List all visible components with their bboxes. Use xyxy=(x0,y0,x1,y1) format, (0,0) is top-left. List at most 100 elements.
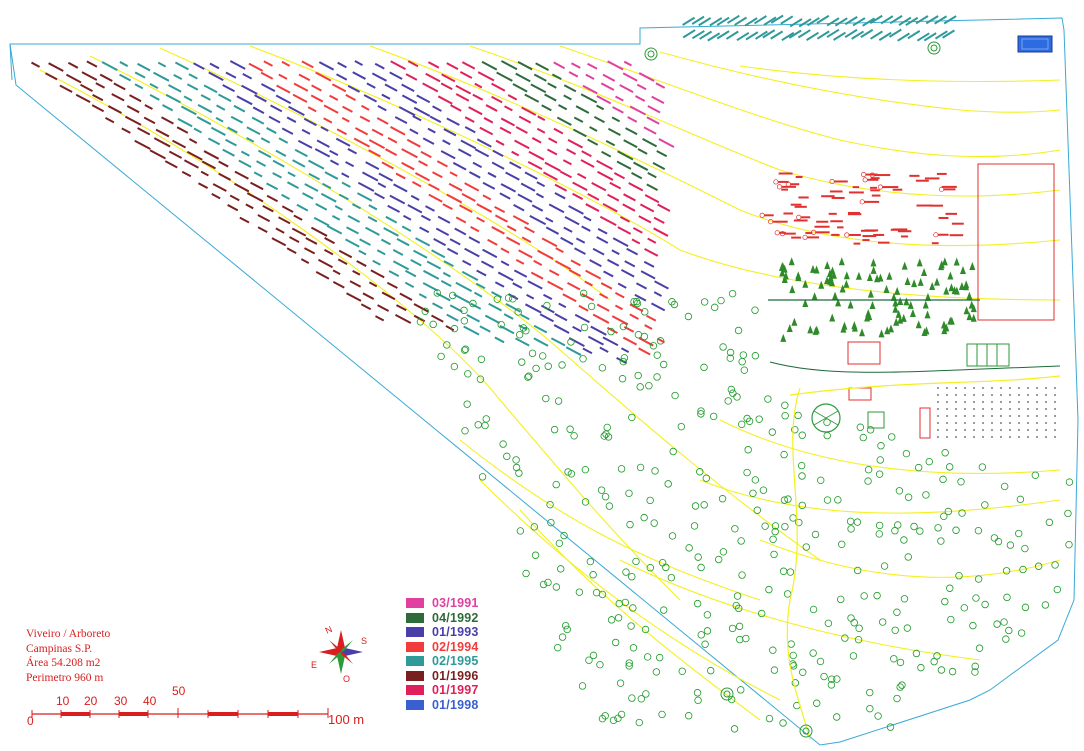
tree-circle xyxy=(824,619,833,628)
tree-circle xyxy=(811,530,820,539)
planting-mark xyxy=(635,282,648,290)
tree-circle xyxy=(769,646,777,654)
tree-circle xyxy=(512,456,520,464)
planting-mark xyxy=(320,192,337,203)
planting-mark xyxy=(440,82,453,91)
planting-mark xyxy=(505,303,521,313)
grid-dot xyxy=(964,408,966,410)
planting-mark xyxy=(611,315,629,326)
tree-circle xyxy=(596,660,604,669)
info-area: Área 54.208 m2 xyxy=(26,657,101,669)
red-label-mark xyxy=(783,212,793,215)
tree-circle xyxy=(873,591,881,600)
planting-mark xyxy=(368,281,378,288)
red-label-mark xyxy=(834,180,848,183)
planting-mark xyxy=(288,105,305,116)
planting-mark xyxy=(86,60,98,68)
planting-mark xyxy=(126,105,140,114)
grid-dot xyxy=(973,429,975,431)
planting-mark xyxy=(305,237,318,245)
planting-mark xyxy=(317,258,333,269)
red-label-mark xyxy=(764,214,774,217)
tree-circle xyxy=(450,324,459,333)
planting-mark xyxy=(227,204,239,212)
tree-circle xyxy=(993,620,1001,628)
grid-dot xyxy=(1054,387,1056,389)
red-tree-circle xyxy=(933,232,939,238)
planting-mark xyxy=(617,150,634,161)
planting-mark xyxy=(609,181,622,190)
planting-mark xyxy=(225,138,237,147)
planting-mark xyxy=(253,171,263,178)
tree-circle xyxy=(902,449,911,458)
tree-circle xyxy=(575,588,584,596)
grid-dot xyxy=(1036,436,1038,438)
tree-circle xyxy=(952,526,960,534)
tree-circle xyxy=(946,584,954,592)
conifer-tree xyxy=(892,304,899,313)
grid-dot xyxy=(991,408,993,410)
water-tank-inner xyxy=(1021,38,1049,50)
conifer-tree xyxy=(839,284,846,293)
planting-mark xyxy=(367,215,378,223)
planting-mark xyxy=(425,72,441,83)
planting-mark xyxy=(567,281,581,291)
tree-circle xyxy=(802,543,810,551)
tree-circle xyxy=(914,463,923,472)
tree-circle xyxy=(859,433,867,442)
tree-circle xyxy=(789,651,797,660)
scale-label-30: 30 xyxy=(114,694,128,708)
conifer-tree xyxy=(878,329,885,338)
tree-circle xyxy=(738,358,746,366)
planting-mark xyxy=(410,194,420,201)
tree-circle xyxy=(732,601,740,610)
tree-circle xyxy=(866,704,874,713)
planting-mark xyxy=(413,303,429,313)
tree-circle xyxy=(586,557,595,566)
grid-dot xyxy=(973,436,975,438)
legend-label: 01/1996 xyxy=(432,668,479,683)
red-tree-circle xyxy=(861,172,867,178)
tree-circle xyxy=(656,337,665,345)
tree-circle xyxy=(978,463,987,471)
planting-mark xyxy=(566,148,577,155)
planting-mark xyxy=(377,105,387,112)
red-label-mark xyxy=(937,233,949,236)
teal-mark xyxy=(699,30,713,40)
tree-circle xyxy=(1000,482,1009,491)
red-label-mark xyxy=(882,186,899,189)
red-label-mark xyxy=(828,212,837,215)
planting-mark xyxy=(605,139,616,147)
tree-circle xyxy=(625,489,633,498)
planting-mark xyxy=(351,203,362,210)
tree-circle xyxy=(891,527,899,535)
tree-circle xyxy=(515,330,524,339)
planting-mark xyxy=(479,325,491,333)
tree-circle xyxy=(742,634,750,643)
tree-circle xyxy=(667,573,676,582)
planting-mark xyxy=(149,82,159,89)
planting-mark xyxy=(357,181,375,192)
planting-mark xyxy=(121,127,131,134)
planting-mark xyxy=(396,237,410,247)
grid-dot xyxy=(937,387,939,389)
conifer-tree xyxy=(921,328,928,337)
tree-circle xyxy=(847,614,855,622)
red-label-mark xyxy=(821,195,835,198)
teal-mark xyxy=(780,15,794,25)
planting-mark xyxy=(222,148,235,157)
planting-mark xyxy=(347,214,361,223)
planting-mark xyxy=(432,171,443,179)
planting-mark xyxy=(181,170,192,178)
conifer-tree xyxy=(827,273,834,282)
tree-circle xyxy=(697,563,705,572)
planting-mark xyxy=(48,62,64,72)
planting-mark xyxy=(384,83,398,92)
tree-circle xyxy=(733,393,741,401)
tree-circle xyxy=(864,466,873,474)
planting-mark xyxy=(173,73,183,81)
tree-circle xyxy=(629,644,638,652)
planting-mark xyxy=(515,72,531,83)
grid-dot xyxy=(946,415,948,417)
planting-mark xyxy=(572,181,588,192)
